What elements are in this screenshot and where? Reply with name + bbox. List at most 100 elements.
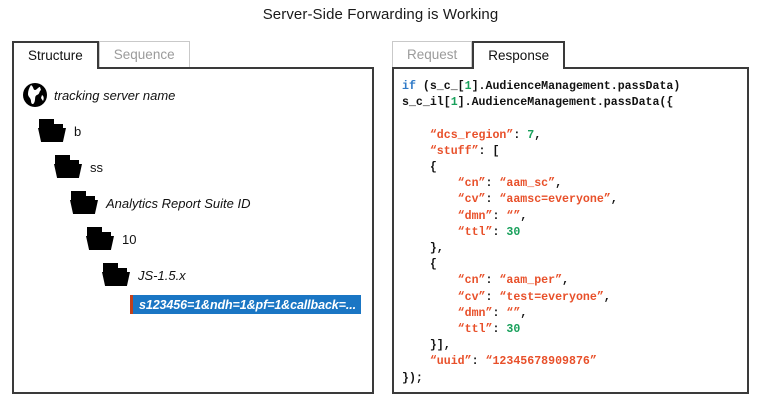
- right-tabstrip: Request Response: [392, 40, 749, 69]
- tree-node-label: Analytics Report Suite ID: [106, 195, 251, 211]
- response-panel: Request Response if (s_c_[1].AudienceMan…: [392, 40, 749, 394]
- code-token-num: 30: [506, 225, 521, 239]
- code-token-pun: :: [471, 355, 486, 369]
- code-token-pun: :: [513, 128, 528, 142]
- tab-structure-label: Structure: [28, 48, 83, 63]
- code-token-kw: if: [402, 80, 416, 93]
- folder-icon: [86, 227, 116, 251]
- code-token-str: “aamsc=everyone”: [499, 193, 611, 207]
- code-token-pun: :: [492, 225, 507, 239]
- code-line: “cn”: “aam_per”,: [402, 273, 741, 289]
- code-line: “cv”: “aamsc=everyone”,: [402, 192, 741, 208]
- code-token-str: “cn”: [402, 274, 486, 288]
- code-line: “cn”: “aam_sc”,: [402, 176, 741, 192]
- tab-structure[interactable]: Structure: [12, 41, 99, 69]
- code-token-str: “uuid”: [402, 355, 472, 369]
- code-token-num: 30: [506, 323, 521, 337]
- tree-node-5[interactable]: JS-1.5.x: [14, 257, 372, 293]
- code-line: {: [402, 160, 741, 176]
- code-line: });: [402, 371, 741, 387]
- code-token-str: “”: [506, 306, 521, 320]
- code-token-num: 7: [527, 128, 535, 142]
- tab-request-label: Request: [407, 47, 458, 62]
- code-token-pun: });: [402, 371, 423, 385]
- tree-node-label: b: [74, 123, 82, 139]
- code-line: s_c_il[1].AudienceManagement.passData({: [402, 95, 741, 111]
- code-line: “dmn”: “”,: [402, 306, 741, 322]
- code-token-pun: {: [402, 258, 437, 272]
- tree-node-2[interactable]: ss: [14, 149, 372, 185]
- code-line: “ttl”: 30: [402, 322, 741, 338]
- code-token-num: 1: [450, 96, 458, 110]
- code-line: },: [402, 241, 741, 257]
- code-token-pun: : [: [478, 144, 500, 158]
- code-token-str: “dmn”: [402, 306, 493, 320]
- code-token-str: “stuff”: [402, 144, 479, 158]
- code-token-pun: (s_c_[: [415, 80, 465, 93]
- code-token-pun: :: [485, 274, 500, 288]
- code-token-str: “cv”: [402, 290, 486, 304]
- code-line: “dmn”: “”,: [402, 209, 741, 225]
- code-line: }],: [402, 338, 741, 354]
- code-token-str: “aam_sc”: [499, 177, 556, 191]
- globe-icon: [22, 82, 48, 108]
- tab-sequence-label: Sequence: [113, 47, 175, 62]
- folder-icon: [102, 263, 132, 287]
- tree-node-label: ss: [90, 159, 103, 175]
- folder-icon: [70, 191, 100, 215]
- code-token-str: “”: [506, 209, 521, 223]
- response-code-block: if (s_c_[1].AudienceManagement.passData)…: [394, 69, 747, 392]
- code-token-pun: s_c_il[: [402, 96, 451, 110]
- tree-node-4[interactable]: 10: [14, 221, 372, 257]
- code-token-str: “aam_per”: [499, 274, 563, 288]
- tree-node-1[interactable]: b: [14, 113, 372, 149]
- code-token-pun: },: [402, 242, 444, 256]
- code-token-pun: ,: [534, 128, 542, 142]
- code-token-pun: ,: [610, 193, 618, 207]
- code-line: [402, 111, 741, 127]
- code-token-str: “12345678909876”: [485, 355, 597, 369]
- code-token-pun: ,: [562, 274, 570, 288]
- code-token-pun: :: [492, 323, 507, 337]
- page-title: Server-Side Forwarding is Working: [262, 6, 499, 23]
- code-token-pun: ,: [555, 177, 563, 191]
- code-line: {: [402, 257, 741, 273]
- code-token-pun: ].AudienceManagement.passData({: [457, 96, 674, 110]
- tree-node-3[interactable]: Analytics Report Suite ID: [14, 185, 372, 221]
- code-token-str: “cn”: [402, 177, 486, 191]
- left-tabstrip: Structure Sequence: [12, 40, 374, 69]
- selected-tree-leaf[interactable]: s123456=1&ndh=1&pf=1&callback=...: [130, 295, 361, 314]
- tab-response-label: Response: [488, 48, 550, 63]
- response-panel-body: if (s_c_[1].AudienceManagement.passData)…: [392, 67, 749, 394]
- code-token-pun: ].AudienceManagement.passData): [471, 80, 681, 93]
- code-token-str: “dmn”: [402, 209, 493, 223]
- structure-panel: Structure Sequence tracking server name b…: [12, 40, 374, 394]
- code-line: “ttl”: 30: [402, 225, 741, 241]
- code-token-pun: ,: [520, 306, 528, 320]
- selected-tree-leaf-label: s123456=1&ndh=1&pf=1&callback=...: [139, 297, 356, 312]
- code-token-pun: ,: [603, 290, 611, 304]
- code-token-str: “ttl”: [402, 323, 493, 337]
- code-token-pun: :: [485, 193, 500, 207]
- code-token-str: “cv”: [402, 193, 486, 207]
- code-token-pun: {: [402, 161, 437, 175]
- code-token-pun: :: [492, 209, 507, 223]
- folder-icon: [54, 155, 84, 179]
- tree-node-label: 10: [122, 231, 137, 247]
- tab-response[interactable]: Response: [472, 41, 566, 69]
- code-token-pun: :: [485, 290, 500, 304]
- code-token-num: 1: [464, 80, 472, 93]
- code-token-pun: ,: [520, 209, 528, 223]
- code-token-pun: :: [485, 177, 500, 191]
- tree-node-label: JS-1.5.x: [138, 267, 186, 283]
- tab-sequence[interactable]: Sequence: [98, 41, 190, 67]
- code-token-pun: :: [492, 306, 507, 320]
- code-line: if (s_c_[1].AudienceManagement.passData): [402, 79, 741, 95]
- tree-node-0[interactable]: tracking server name: [14, 77, 372, 113]
- code-line: “dcs_region”: 7,: [402, 128, 741, 144]
- folder-icon: [38, 119, 68, 143]
- tab-request[interactable]: Request: [392, 41, 473, 67]
- code-line: “cv”: “test=everyone”,: [402, 290, 741, 306]
